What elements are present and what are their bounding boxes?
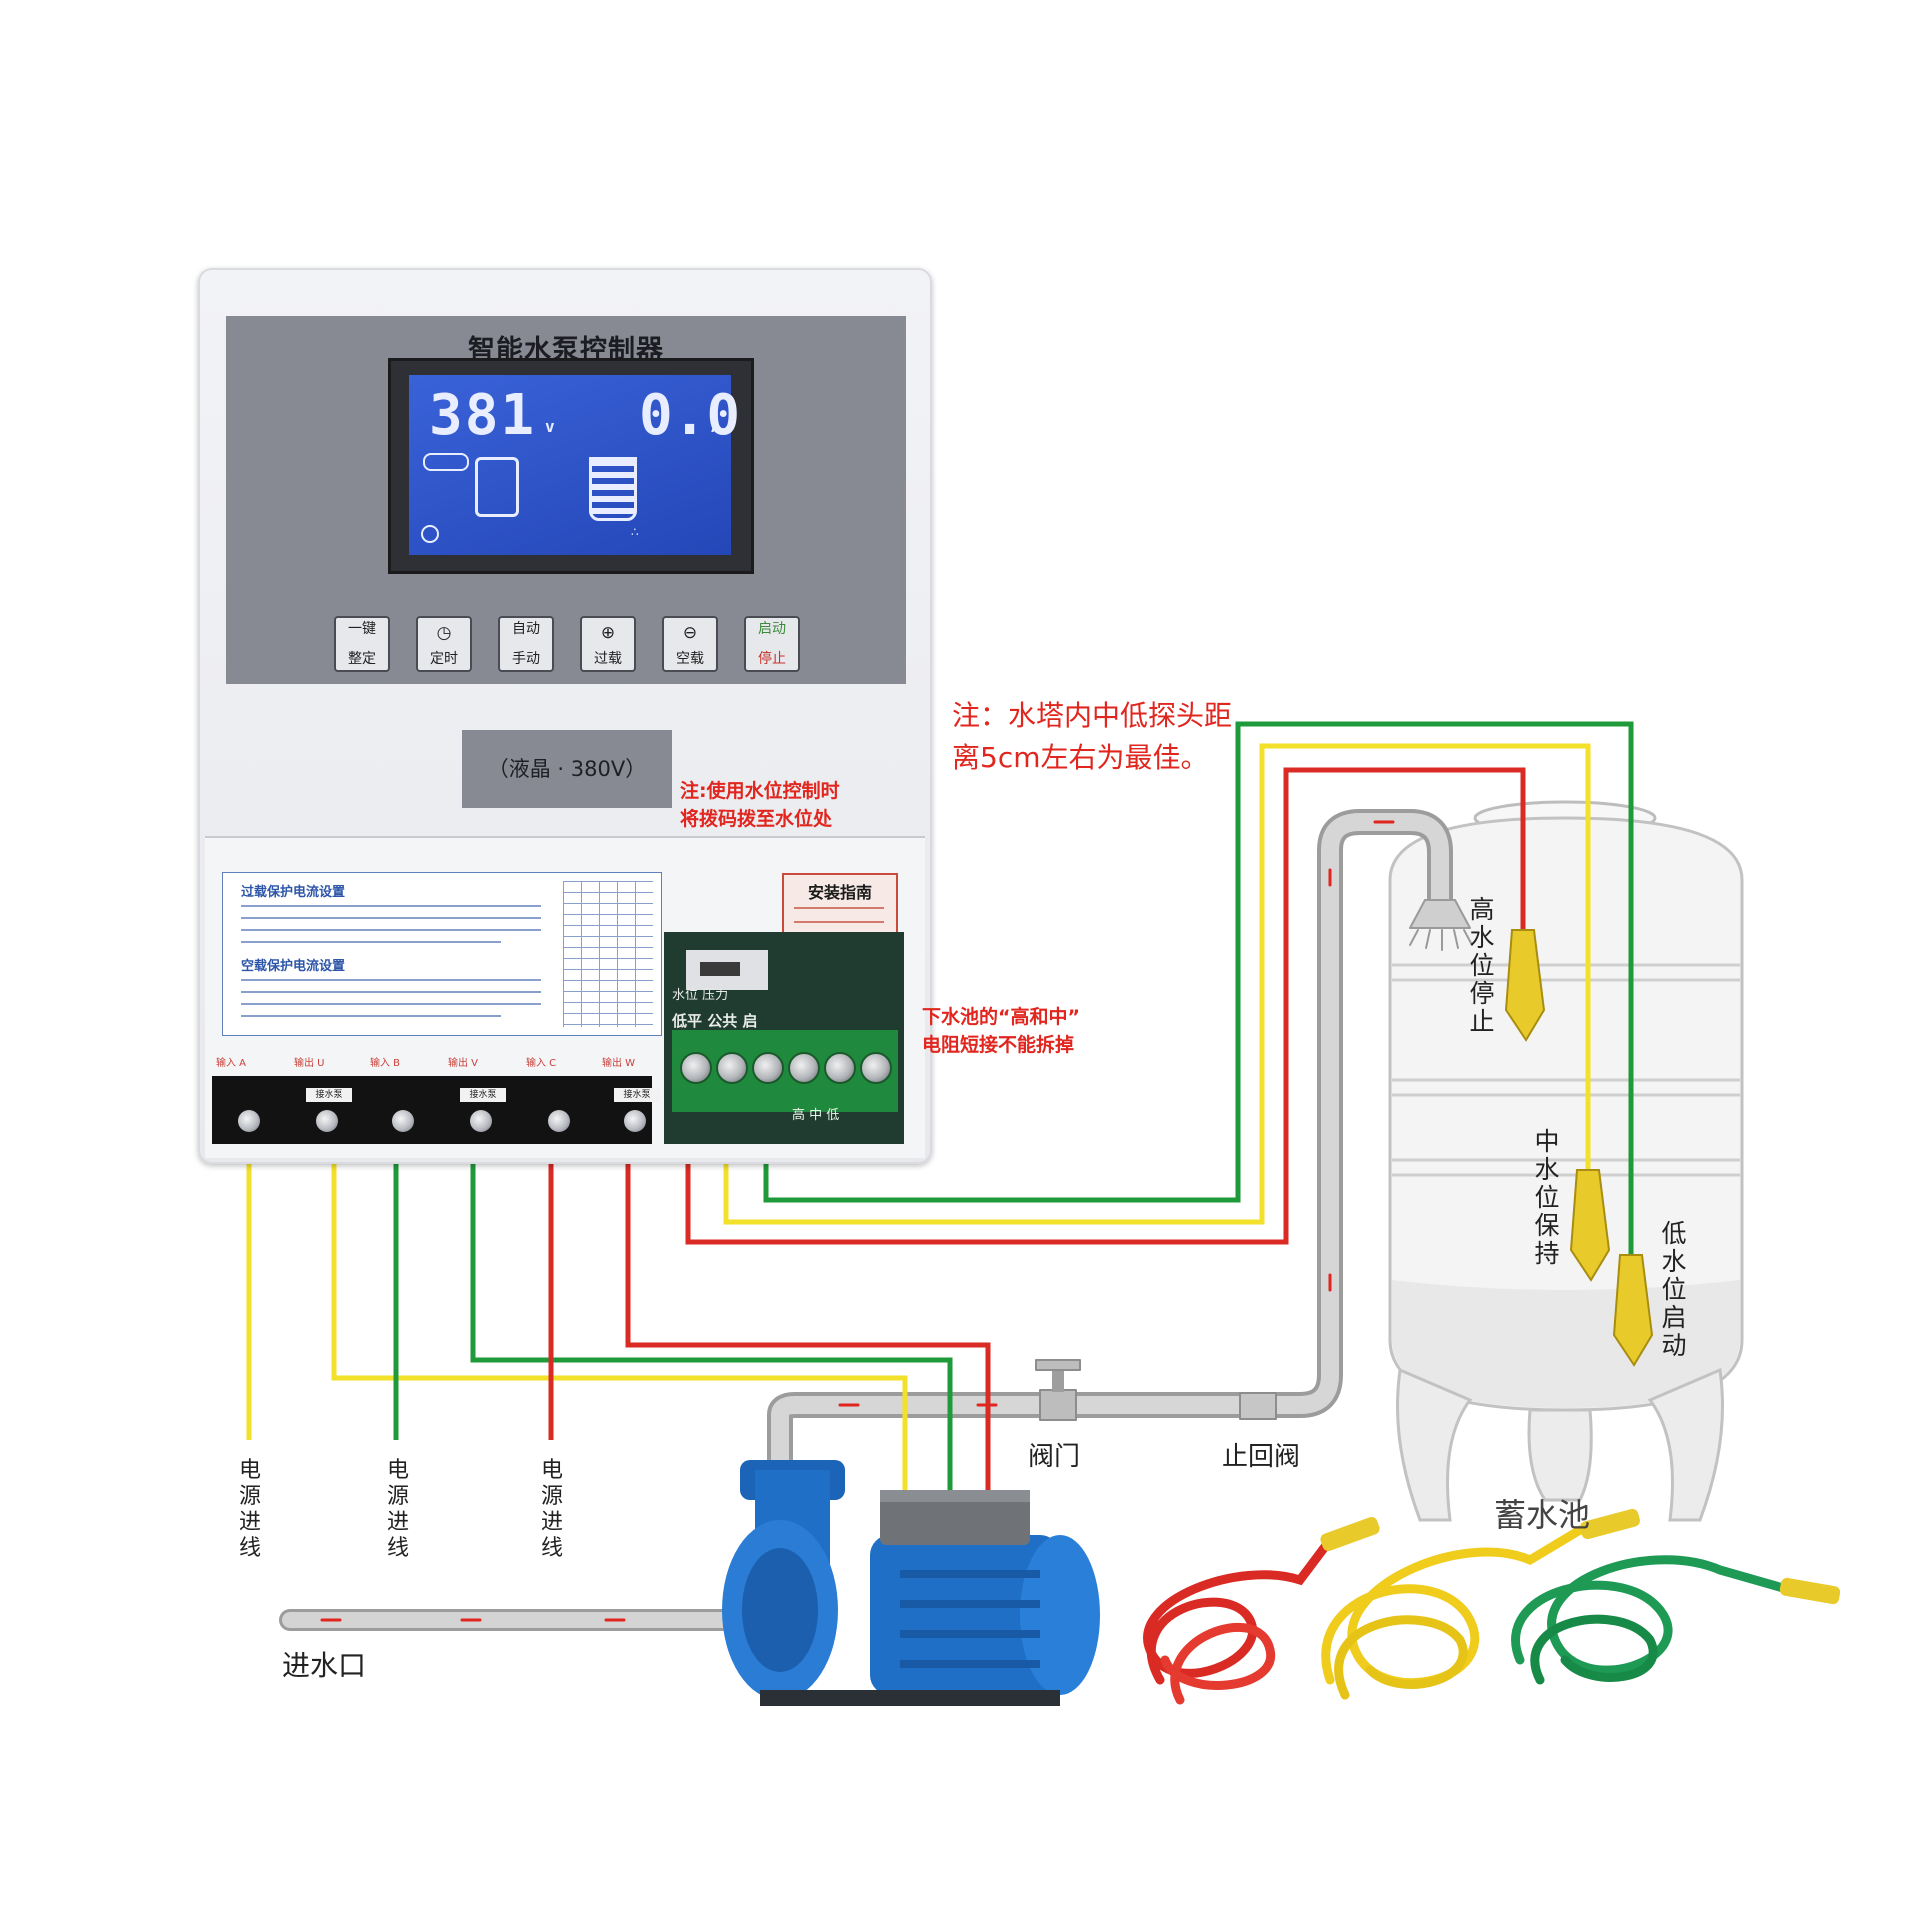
terminal-label: 输入 B <box>370 1058 401 1069</box>
power-in-label-2: 电源进线 <box>386 1458 409 1561</box>
button-label-bottom: 定时 <box>430 651 458 667</box>
button-label-top: 一键 <box>348 621 376 637</box>
model-label: （液晶 · 380V） <box>462 730 672 808</box>
install-guide-title: 安装指南 <box>807 883 872 902</box>
pool-label: 蓄水池 <box>1494 1496 1591 1534</box>
sensor-terminal[interactable] <box>824 1052 856 1084</box>
settings-manual-card: 过载保护电流设置 空载保护电流设置 <box>222 872 662 1036</box>
water-tower <box>1388 800 1744 1522</box>
water-drops-icon: ∴ <box>631 525 639 539</box>
current-table <box>563 881 653 1027</box>
power-in-label-3: 电源进线 <box>540 1458 563 1561</box>
lcd-frame: 381 v 0.0 A ∴ <box>388 358 754 574</box>
resistor-note-line2: 电阻短接不能拆掉 <box>922 1034 1075 1056</box>
sensor-terminal[interactable] <box>860 1052 892 1084</box>
terminal-label: 输出 U <box>294 1058 325 1069</box>
high-level-label: 高水位停止 <box>1469 895 1495 1036</box>
power-in-label-1: 电源进线 <box>238 1458 261 1561</box>
pump-tag: 接水泵 <box>460 1088 506 1102</box>
front-panel: 智能水泵控制器 381 v 0.0 A ∴ 一键 整定 ◷ 定时 自动 手动 ⊕ <box>226 316 906 684</box>
start-stop-button[interactable]: 启动 停止 <box>744 616 800 672</box>
terminal-label: 输出 V <box>448 1058 479 1069</box>
manual-section-title: 空载保护电流设置 <box>241 959 346 974</box>
resistor-note-line1: 下水池的“高和中” <box>922 1006 1080 1028</box>
lcd-screen: 381 v 0.0 A ∴ <box>409 375 740 555</box>
one-key-setup-button[interactable]: 一键 整定 <box>334 616 390 672</box>
terminal-output-w[interactable]: 接水泵 <box>610 1088 660 1134</box>
terminal-output-v[interactable]: 接水泵 <box>456 1088 506 1134</box>
power-wires <box>246 1115 991 1490</box>
low-level-label: 低水位启动 <box>1661 1219 1687 1360</box>
down-arrow-icon: ⊖ <box>682 623 698 643</box>
auto-manual-button[interactable]: 自动 手动 <box>498 616 554 672</box>
high-mid-low-label: 高 中 低 <box>792 1108 840 1123</box>
tower-note-line1: 注：水塔内中低探头距 <box>952 699 1233 732</box>
mid-level-label: 中水位保持 <box>1534 1127 1560 1268</box>
terminal-output-u[interactable]: 接水泵 <box>302 1088 352 1134</box>
terminal-input-c[interactable] <box>534 1088 584 1134</box>
water-pump <box>722 1460 1100 1706</box>
dip-switch-note-line1: 注:使用水位控制时 <box>680 780 840 802</box>
timer-button[interactable]: ◷ 定时 <box>416 616 472 672</box>
sensor-terminal[interactable] <box>716 1052 748 1084</box>
sensor-terminal[interactable] <box>788 1052 820 1084</box>
terminal-label: 输入 C <box>526 1058 557 1069</box>
button-label-bottom: 手动 <box>512 651 540 667</box>
button-label-bottom: 过载 <box>594 651 622 667</box>
tower-note-line2: 离5cm左右为最佳。 <box>952 741 1209 774</box>
terminal-input-b[interactable] <box>378 1088 428 1134</box>
sensor-terminal[interactable] <box>752 1052 784 1084</box>
manual-section-title: 过载保护电流设置 <box>241 885 346 900</box>
dip-switch-note-line2: 将拨码拨至水位处 <box>680 808 833 830</box>
level-probes <box>1504 929 1654 1367</box>
terminal-label: 输入 A <box>216 1058 247 1069</box>
button-label-bottom: 整定 <box>348 651 376 667</box>
inlet-label: 进水口 <box>282 1649 367 1682</box>
button-label-bottom: 停止 <box>758 651 786 667</box>
button-label-top: 自动 <box>512 621 540 637</box>
pump-tag: 接水泵 <box>306 1088 352 1102</box>
current-readout: 0.0 <box>639 383 741 448</box>
terminal-label: 输出 W <box>602 1058 636 1069</box>
button-label-top: 启动 <box>758 621 786 637</box>
sensor-terminal-bottom-labels: 高 中 低 <box>672 1104 898 1126</box>
board-terminal-labels: 低平 公共 启 <box>672 1012 758 1030</box>
overload-button[interactable]: ⊕ 过载 <box>580 616 636 672</box>
no-load-button[interactable]: ⊖ 空载 <box>662 616 718 672</box>
valve-label: 阀门 <box>1028 1442 1081 1472</box>
water-pipe <box>279 809 1473 1631</box>
status-pill-icon <box>423 453 469 471</box>
pump-tag: 接水泵 <box>614 1088 660 1102</box>
fan-icon <box>421 525 439 543</box>
sensor-wires <box>685 721 1634 1260</box>
power-terminal-block: 接水泵 接水泵 接水泵 <box>212 1076 660 1144</box>
voltage-unit: v <box>545 417 555 436</box>
power-terminal-labels: 输入 A 输出 U 输入 B 输出 V 输入 C 输出 W <box>210 1054 650 1076</box>
pool-level-icon <box>589 457 637 521</box>
dip-switch-labels: 水位 压力 <box>672 988 729 1003</box>
dip-switch[interactable] <box>686 950 768 990</box>
sensor-terminal[interactable] <box>680 1052 712 1084</box>
control-buttons: 一键 整定 ◷ 定时 自动 手动 ⊕ 过载 ⊖ 空载 启动 停止 <box>334 616 804 676</box>
check-valve-label: 止回阀 <box>1222 1442 1301 1472</box>
clock-icon: ◷ <box>436 623 452 643</box>
sensor-terminal-block <box>672 1030 898 1112</box>
voltage-readout: 381 <box>429 383 537 448</box>
alligator-clips <box>1320 1508 1841 1605</box>
up-arrow-icon: ⊕ <box>600 623 616 643</box>
spare-wire-coils <box>1143 1525 1795 1705</box>
button-label-bottom: 空载 <box>676 651 704 667</box>
current-unit: A <box>711 417 721 436</box>
terminal-input-a[interactable] <box>224 1088 274 1134</box>
tank-level-icon <box>475 457 519 517</box>
